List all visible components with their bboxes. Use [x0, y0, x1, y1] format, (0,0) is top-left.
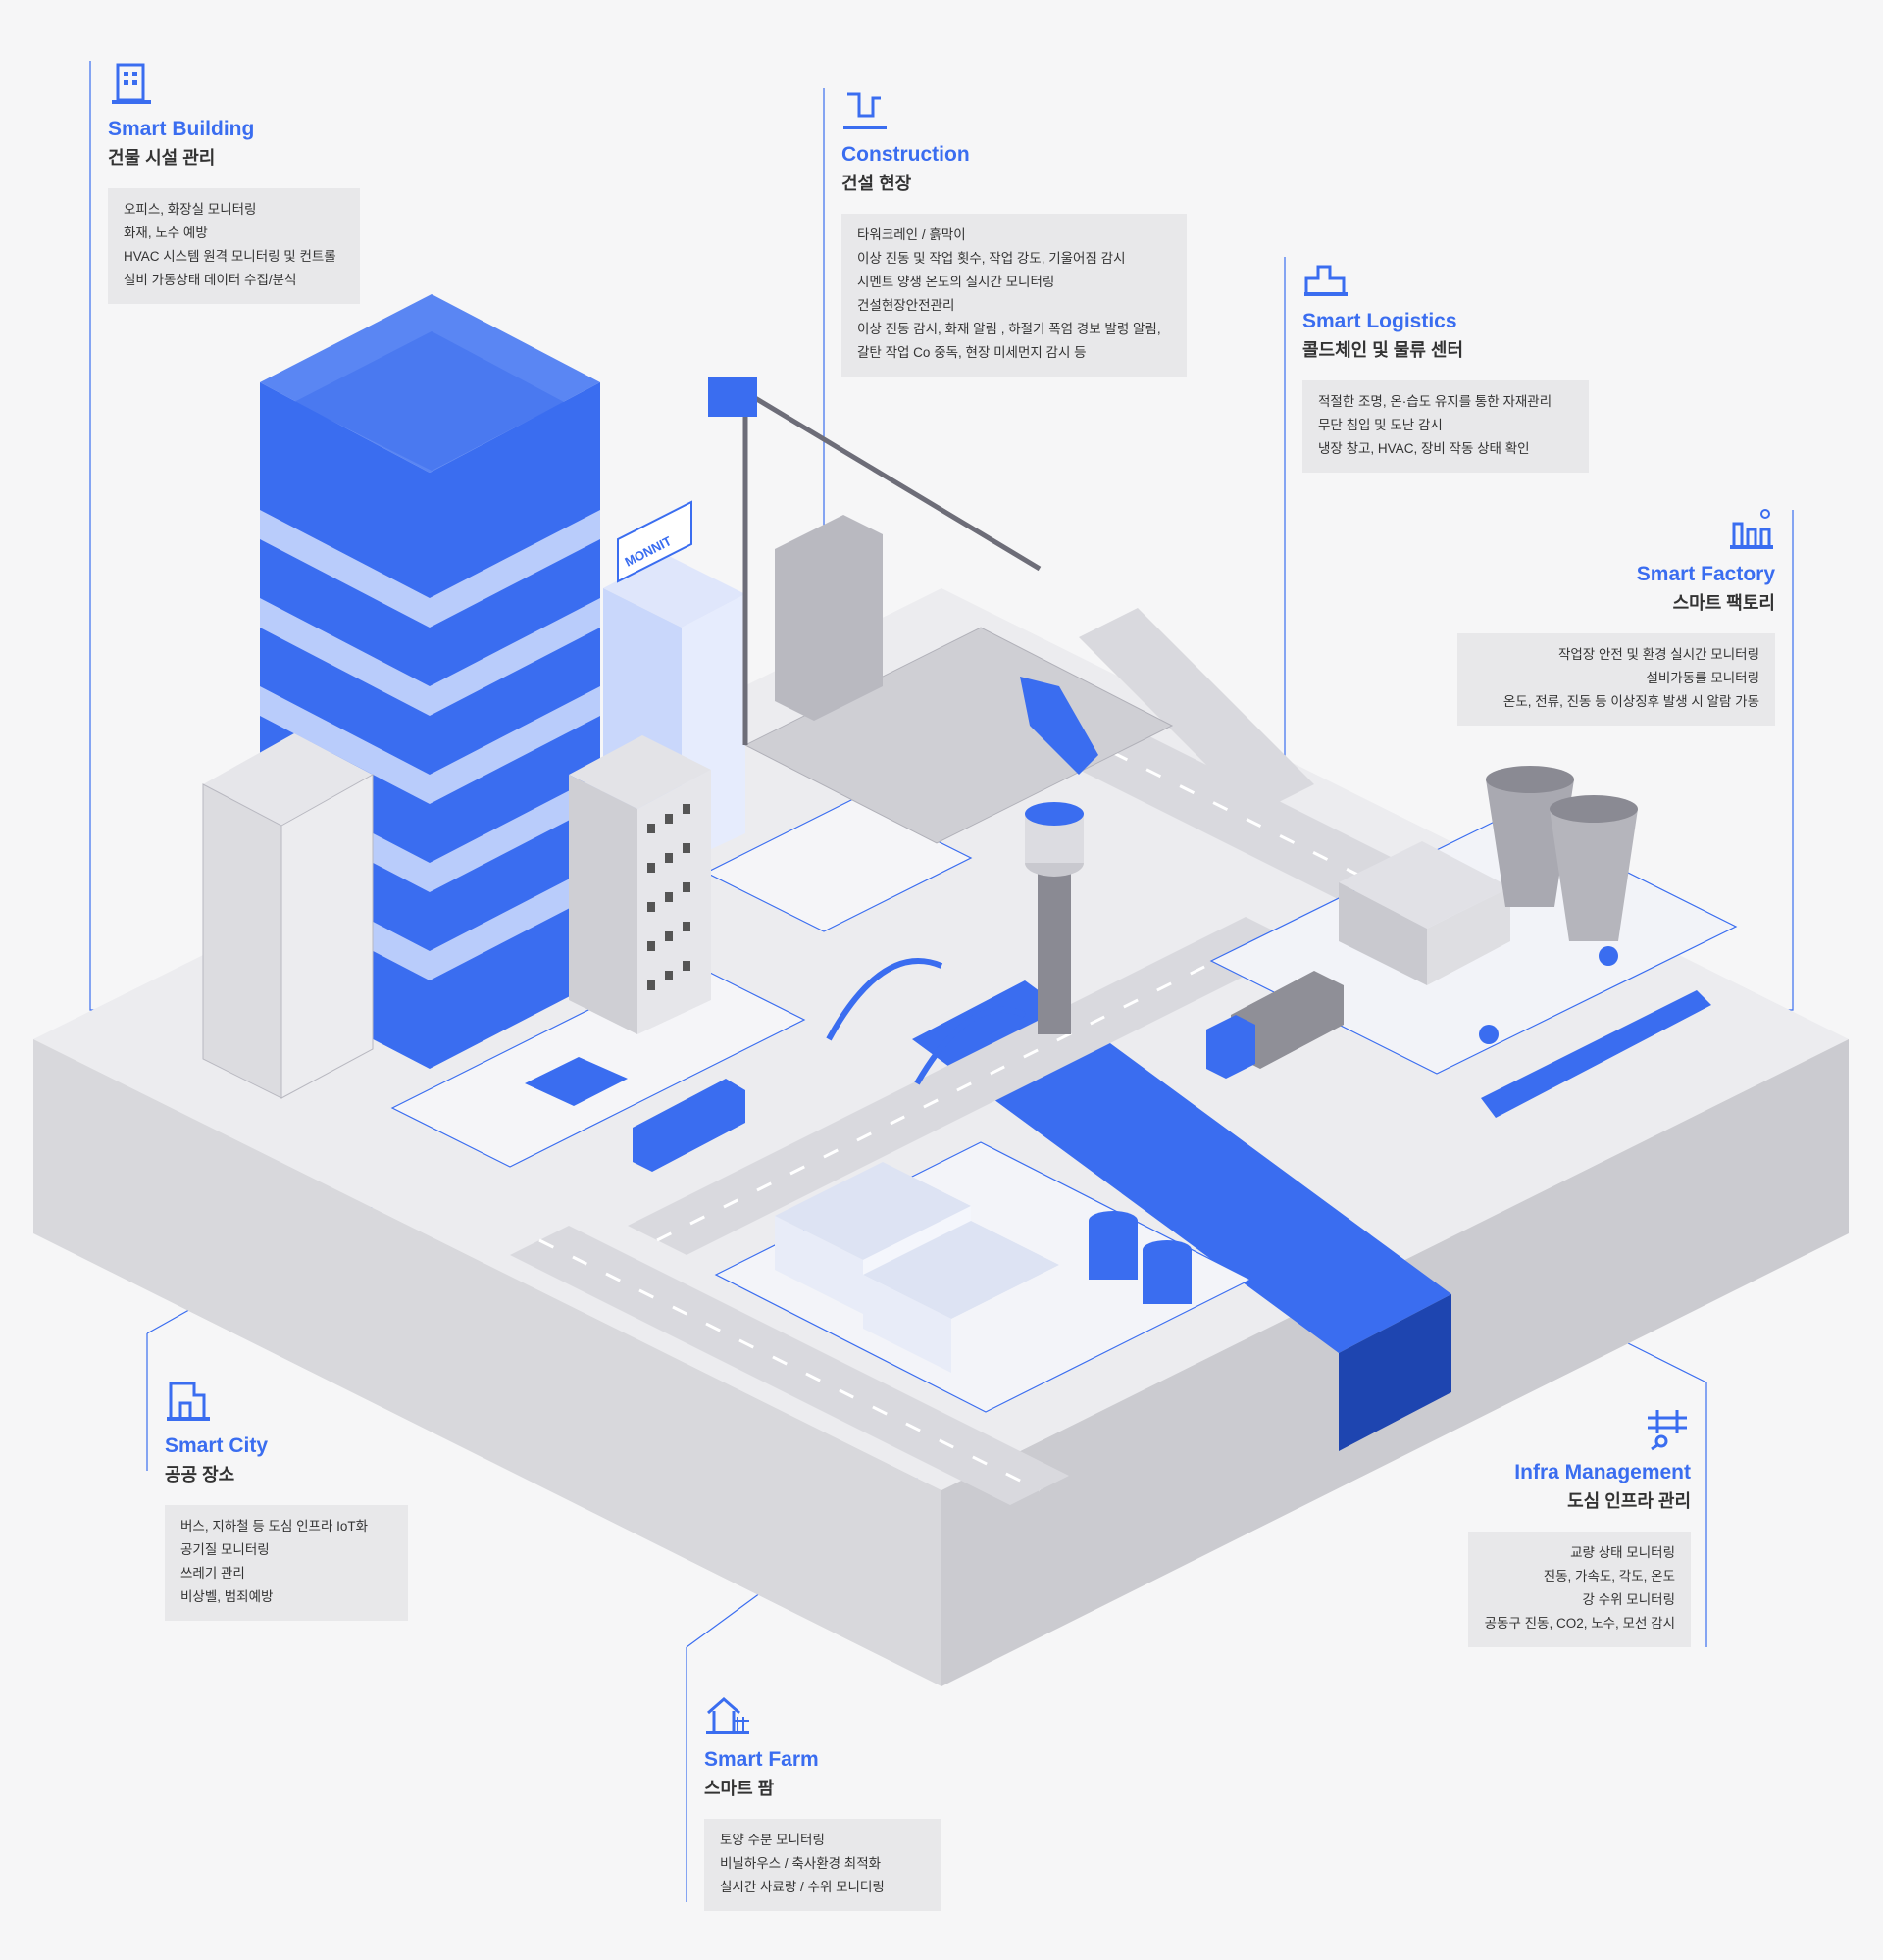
- control-tower: [1025, 802, 1084, 1034]
- smart-building-item: HVAC 시스템 원격 모니터링 및 컨트롤: [124, 249, 336, 264]
- grey-tower: [569, 735, 711, 1034]
- bus-stop: [525, 1057, 628, 1106]
- factory-stacks: [1486, 766, 1638, 941]
- infra-management-item: 공동구 진동, CO2, 노수, 모선 감시: [1484, 1616, 1675, 1631]
- smart-factory-title: Smart Factory: [1636, 563, 1775, 585]
- smart-city-item: 비상벨, 범죄예방: [180, 1589, 274, 1604]
- callout-smart-farm: Smart Farm 스마트 팜 토양 수분 모니터링 비닐하우스 / 축사환경…: [704, 1691, 998, 1911]
- smart-logistics-item: 무단 침입 및 도난 감시: [1318, 418, 1443, 432]
- smart-farm-title: Smart Farm: [704, 1748, 819, 1771]
- smart-farm-item: 비닐하우스 / 축사환경 최적화: [720, 1856, 882, 1871]
- callout-smart-logistics: Smart Logistics 콜드체인 및 물류 센터 적절한 조명, 온·습…: [1302, 253, 1626, 473]
- smart-city-details: 버스, 지하철 등 도심 인프라 IoT화 공기질 모니터링 쓰레기 관리 비상…: [165, 1505, 408, 1621]
- infra-management-title: Infra Management: [1514, 1461, 1691, 1483]
- smart-farm-item: 토양 수분 모니터링: [720, 1833, 825, 1847]
- construction-details: 타워크레인 / 흙막이 이상 진동 및 작업 횟수, 작업 강도, 기울어짐 감…: [841, 214, 1187, 377]
- bridge-icon: [1648, 1410, 1687, 1451]
- construction-item: 건설현장안전관리: [857, 298, 955, 313]
- bridges: [826, 958, 1027, 1085]
- construction-item: 시멘트 양생 온도의 실시간 모니터링: [857, 275, 1055, 289]
- bus: [633, 1079, 745, 1172]
- smart-building-item: 설비 가동상태 데이터 수집/분석: [124, 273, 297, 287]
- construction-title: Construction: [841, 143, 970, 166]
- smart-factory-item: 온도, 전류, 진동 등 이상징후 발생 시 알람 가동: [1502, 694, 1759, 709]
- smart-building-subtitle: 건물 시설 관리: [108, 148, 216, 168]
- smart-building-item: 오피스, 화장실 모니터링: [124, 202, 257, 217]
- farm-icon: [706, 1697, 749, 1734]
- plaza-area: [390, 798, 973, 1168]
- glass-building: [202, 733, 374, 1099]
- infra-management-item: 강 수위 모니터링: [1582, 1592, 1675, 1607]
- smart-building-title: Smart Building: [108, 118, 255, 140]
- factory-icon: [1730, 509, 1773, 549]
- crane-icon: [843, 92, 887, 129]
- smart-farm-details: 토양 수분 모니터링 비닐하우스 / 축사환경 최적화 실시간 사료량 / 수위…: [704, 1819, 942, 1911]
- smart-factory-item: 설비가동률 모니터링: [1646, 671, 1759, 685]
- city-icon: [167, 1382, 210, 1421]
- callout-smart-city: Smart City 공공 장소 버스, 지하철 등 도심 인프라 IoT화 공…: [165, 1378, 459, 1621]
- callout-construction: Construction 건설 현장 타워크레인 / 흙막이 이상 진동 및 작…: [841, 86, 1214, 377]
- construction-item: 이상 진동 감시, 화재 알림 , 하절기 폭염 경보 발령 알림,: [857, 322, 1161, 336]
- construction-site: [708, 377, 1174, 844]
- smart-logistics-item: 적절한 조명, 온·습도 유지를 통한 자재관리: [1318, 394, 1552, 409]
- smart-factory-subtitle: 스마트 팩토리: [1672, 593, 1775, 613]
- smart-building-item: 화재, 노수 예방: [124, 226, 208, 240]
- blue-tower: [260, 294, 600, 1069]
- callout-smart-factory: Smart Factory 스마트 팩토리 작업장 안전 및 환경 실시간 모니…: [1450, 506, 1775, 726]
- smart-logistics-subtitle: 콜드체인 및 물류 센터: [1302, 340, 1464, 360]
- smart-city-item: 버스, 지하철 등 도심 인프라 IoT화: [180, 1519, 369, 1533]
- road-dashes: [538, 668, 1497, 1492]
- smart-logistics-item: 냉장 창고, HVAC, 장비 작동 상태 확인: [1318, 441, 1530, 456]
- smart-logistics-details: 적절한 조명, 온·습도 유지를 통한 자재관리 무단 침입 및 도난 감시 냉…: [1302, 380, 1589, 473]
- factory-conveyor: [1479, 946, 1711, 1118]
- smart-city-item: 쓰레기 관리: [180, 1566, 245, 1581]
- callout-infra-management: Infra Management 도심 인프라 관리 교량 상태 모니터링 진동…: [1391, 1404, 1691, 1647]
- smart-city-title: Smart City: [165, 1434, 269, 1457]
- smart-factory-item: 작업장 안전 및 환경 실시간 모니터링: [1557, 647, 1759, 662]
- smart-farm-area: [714, 1141, 1252, 1413]
- smart-building-details: 오피스, 화장실 모니터링 화재, 노수 예방 HVAC 시스템 원격 모니터링…: [108, 188, 360, 304]
- infra-management-details: 교량 상태 모니터링 진동, 가속도, 각도, 온도 강 수위 모니터링 공동구…: [1468, 1532, 1691, 1647]
- smart-city-item: 공기질 모니터링: [180, 1542, 270, 1557]
- construction-item: 이상 진동 및 작업 횟수, 작업 강도, 기울어짐 감시: [857, 251, 1126, 266]
- construction-item: 타워크레인 / 흙막이: [857, 227, 966, 242]
- smart-farm-subtitle: 스마트 팜: [704, 1779, 775, 1798]
- construction-subtitle: 건설 현장: [841, 174, 912, 193]
- infra-management-item: 진동, 가속도, 각도, 온도: [1543, 1569, 1675, 1583]
- construction-item: 갈탄 작업 Co 중독, 현장 미세먼지 감시 등: [857, 345, 1087, 360]
- infra-management-subtitle: 도심 인프라 관리: [1567, 1491, 1691, 1511]
- callout-smart-building: Smart Building 건물 시설 관리 오피스, 화장실 모니터링 화재…: [108, 61, 432, 304]
- smart-factory-details: 작업장 안전 및 환경 실시간 모니터링 설비가동률 모니터링 온도, 전류, …: [1457, 633, 1775, 726]
- infra-management-item: 교량 상태 모니터링: [1570, 1545, 1675, 1560]
- warehouse-icon: [1304, 265, 1348, 296]
- building-icon: [112, 63, 151, 104]
- smart-city-subtitle: 공공 장소: [165, 1465, 235, 1484]
- smart-farm-item: 실시간 사료량 / 수위 모니터링: [720, 1880, 885, 1894]
- smart-logistics-title: Smart Logistics: [1302, 310, 1457, 332]
